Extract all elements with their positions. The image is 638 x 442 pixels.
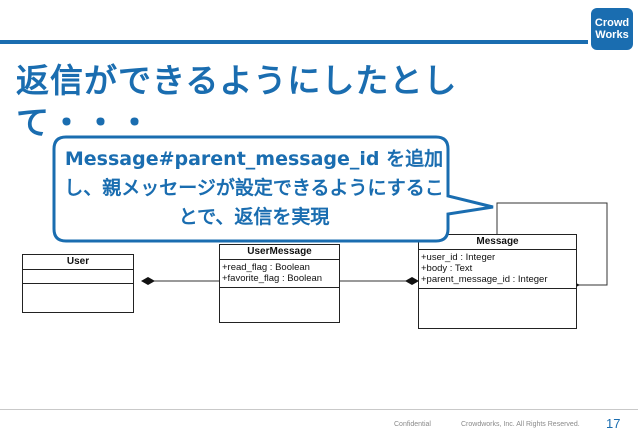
crowdworks-logo: Crowd Works xyxy=(591,8,633,50)
class-message-attributes: +user_id : Integer +body : Text +parent_… xyxy=(419,250,576,289)
class-usermessage: UserMessage +read_flag : Boolean +favori… xyxy=(219,244,340,323)
attribute-read-flag: +read_flag : Boolean xyxy=(222,262,310,273)
class-user: User xyxy=(22,254,134,313)
callout-text: Message#parent_message_id を追加し、親メッセージが設定… xyxy=(64,148,444,228)
header-rule xyxy=(0,40,588,44)
message-aggregation-diamond xyxy=(405,277,419,285)
page-number: 17 xyxy=(606,416,621,431)
logo-line-1: Crowd xyxy=(594,17,630,29)
class-user-name: User xyxy=(23,255,133,270)
footer-confidential: Confidential xyxy=(394,421,431,428)
attribute-user-id: +user_id : Integer xyxy=(421,252,496,263)
attribute-parent-message-id: +parent_message_id : Integer xyxy=(421,274,548,285)
attribute-favorite-flag: +favorite_flag : Boolean xyxy=(222,273,323,284)
logo-line-2: Works xyxy=(595,29,629,41)
class-user-attributes xyxy=(23,270,133,284)
user-aggregation-diamond xyxy=(141,277,155,285)
class-message: Message +user_id : Integer +body : Text … xyxy=(418,234,577,329)
class-message-name: Message xyxy=(419,235,576,250)
class-usermessage-name: UserMessage xyxy=(220,245,339,260)
footer-rule xyxy=(0,409,638,410)
message-self-reference xyxy=(496,202,608,286)
class-usermessage-attributes: +read_flag : Boolean +favorite_flag : Bo… xyxy=(220,260,339,288)
footer-copyright: Crowdworks, Inc. All Rights Reserved. xyxy=(461,421,580,428)
attribute-body: +body : Text xyxy=(421,263,473,274)
